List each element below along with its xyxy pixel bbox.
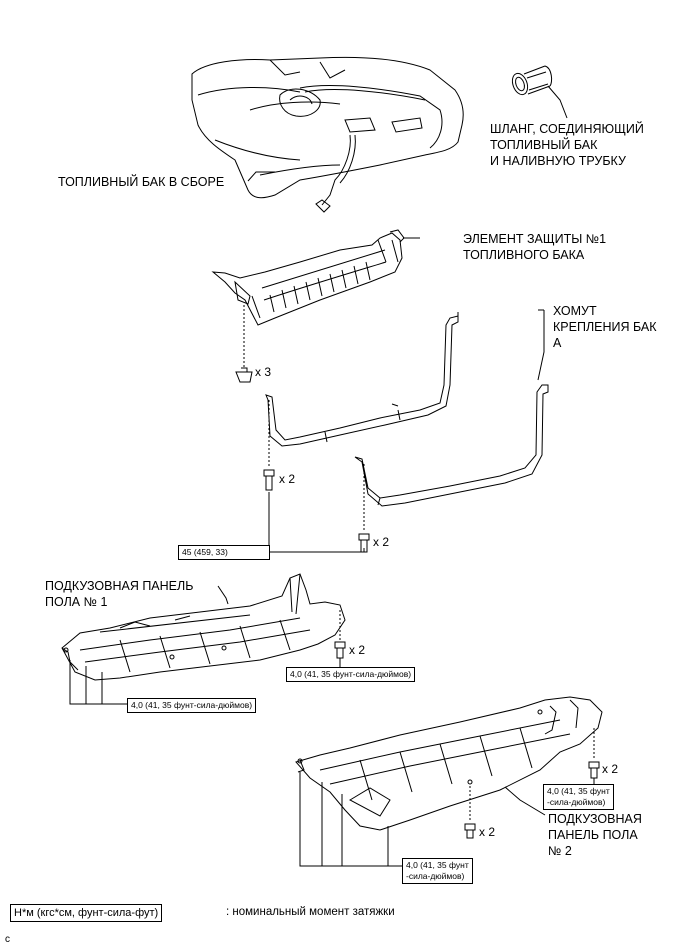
tank-band-front-drawing [354,384,549,507]
hose-drawing [511,65,553,96]
hose-label-line-3: И НАЛИВНУЮ ТРУБКУ [490,154,626,168]
floor-panel-1-label-line-2: ПОЛА № 1 [45,595,108,609]
clip-icon [235,367,253,383]
corner-mark: c [5,934,10,945]
protector-label-line-1: ЭЛЕМЕНТ ЗАЩИТЫ №1 [463,232,607,246]
floor-panel-2-leader [504,786,546,816]
band-leader [537,310,545,381]
bolt-icon [334,641,346,659]
floor-panel-2-label-line-2: ПАНЕЛЬ ПОЛА [548,828,638,842]
fuel-tank-label: ТОПЛИВНЫЙ БАК В СБОРЕ [58,175,225,189]
floor-panel-2-label-line-1: ПОДКУЗОВНАЯ [548,812,642,826]
torque-panel2-bottom-line-1: 4,0 (41, 35 фунт [406,860,469,870]
hose-leader [547,85,568,119]
bolt-icon [263,469,275,491]
bolt-icon [464,823,476,839]
torque-panel2-bottom-line-2: -сила-дюймов) [406,871,465,881]
band-bolt-qty-right: x 2 [373,535,390,549]
protector-label-line-2: ТОПЛИВНОГО БАКА [463,248,585,262]
torque-box-panel1-left: 4,0 (41, 35 фунт-сила-дюймов) [127,698,257,713]
band-bolt-qty-left: x 2 [279,472,296,486]
floor-panel-1-label-line-1: ПОДКУЗОВНАЯ ПАНЕЛЬ [45,579,194,593]
panel1-left-torque-leader [69,660,127,705]
fuel-tank-leader [247,171,275,182]
torque-box-panel2-bottom: 4,0 (41, 35 фунт -сила-дюймов) [402,858,473,884]
torque-panel2-right-line-1: 4,0 (41, 35 фунт [547,786,610,796]
torque-box-panel2-right: 4,0 (41, 35 фунт -сила-дюймов) [543,784,614,810]
panel2-bottom-torque-leader [299,772,402,867]
bolt-icon [588,761,600,779]
panel2-bolt-qty-bottom: x 2 [479,825,496,839]
floor-panel-1-drawing [61,573,346,681]
protector-clip-qty: x 3 [255,365,272,379]
torque-box-panel1-right: 4,0 (41, 35 фунт-сила-дюймов) [286,667,416,682]
torque-panel2-right-line-2: -сила-дюймов) [547,797,606,807]
legend-text: : номинальный момент затяжки [226,906,395,918]
floor-panel-2-drawing [295,696,603,831]
band-label-line-2: КРЕПЛЕНИЯ БАК [553,320,657,334]
band-label-line-3: А [553,336,562,350]
protector-drawing [211,229,405,326]
panel2-bolt-qty-right: x 2 [602,762,619,776]
floor-panel-1-leader [217,585,229,605]
torque-box-band: 45 (459, 33) [178,545,270,560]
band-torque-leader [268,492,365,553]
tank-band-rear-drawing [265,315,459,447]
panel1-bolt-qty: x 2 [349,643,366,657]
band-label-line-1: ХОМУТ [553,304,597,318]
floor-panel-2-label-line-3: № 2 [548,844,572,858]
fuel-tank-drawing [191,56,464,213]
hose-label-line-1: ШЛАНГ, СОЕДИНЯЮЩИЙ [490,122,644,136]
legend-unit-box: Н*м (кгс*см, фунт-сила-фут) [10,904,163,922]
hose-label-line-2: ТОПЛИВНЫЙ БАК [490,138,598,152]
